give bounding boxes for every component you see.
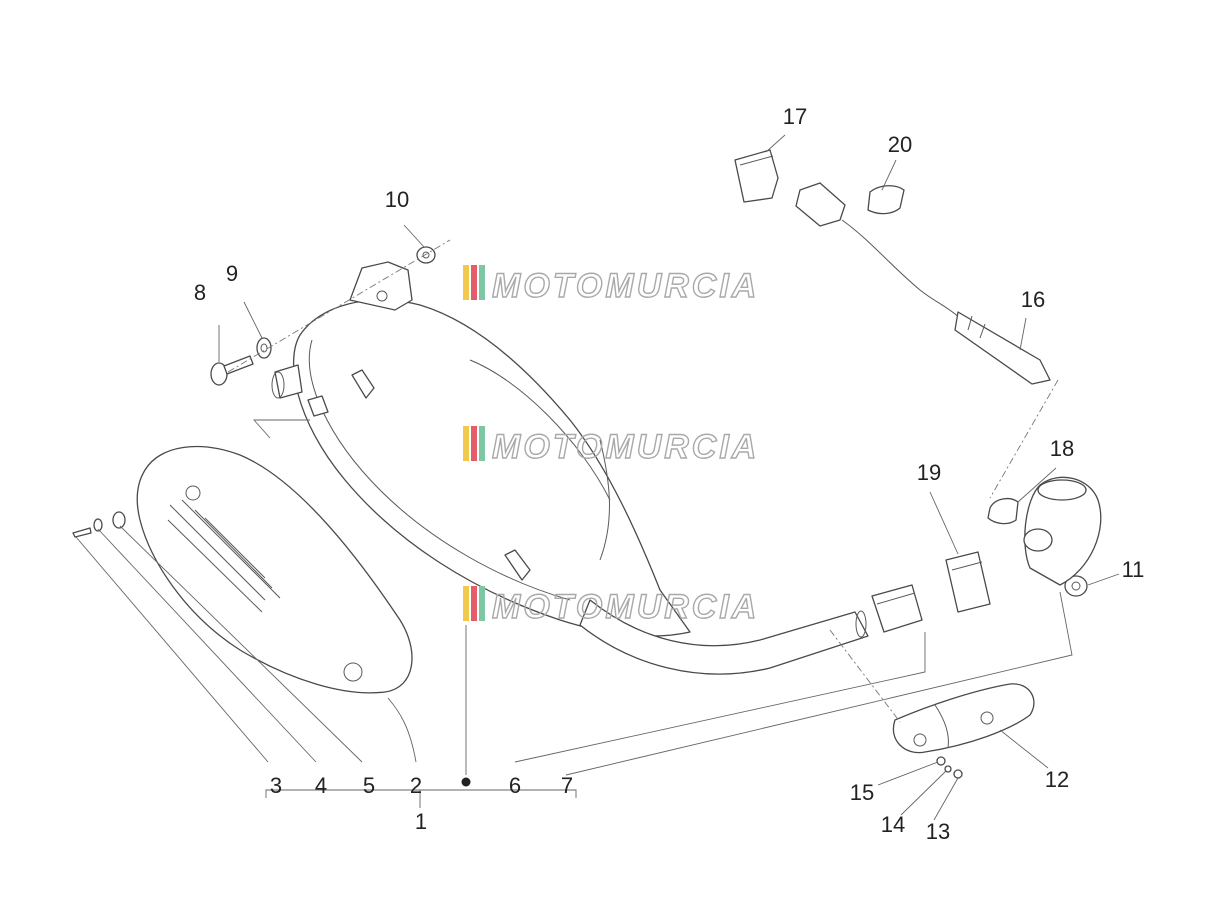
watermark-text: MOTOMURCIA bbox=[492, 428, 759, 466]
watermark-stripe-red bbox=[471, 426, 477, 461]
callout-10: 10 bbox=[385, 187, 409, 212]
watermark-text: MOTOMURCIA bbox=[492, 267, 759, 305]
callout-3: 3 bbox=[270, 773, 282, 798]
muffler-body bbox=[271, 261, 691, 637]
watermark-2: MOTOMURCIA bbox=[463, 426, 759, 467]
watermark-stripe-green bbox=[479, 586, 485, 621]
callout-4: 4 bbox=[315, 773, 327, 798]
callout-15: 15 bbox=[850, 780, 874, 805]
callout-18: 18 bbox=[1050, 436, 1074, 461]
watermark-stripe-red bbox=[471, 586, 477, 621]
hardware bbox=[72, 246, 1088, 779]
watermark-stripe-yellow bbox=[463, 426, 469, 461]
gaskets bbox=[871, 551, 991, 633]
callout-1: 1 bbox=[415, 809, 427, 834]
lambda-sensor bbox=[795, 182, 1051, 385]
callout-20: 20 bbox=[888, 132, 912, 157]
callouts: 1 2 3 4 5 6 7 8 9 10 11 12 13 14 15 16 1… bbox=[194, 104, 1145, 844]
callout-8: 8 bbox=[194, 280, 206, 305]
watermark-3: MOTOMURCIA bbox=[463, 586, 759, 627]
callout-13: 13 bbox=[926, 819, 950, 844]
callout-6: 6 bbox=[509, 773, 521, 798]
watermark-stripe-green bbox=[479, 265, 485, 300]
watermark-stripe-green bbox=[479, 426, 485, 461]
callout-16: 16 bbox=[1021, 287, 1045, 312]
leader-lines bbox=[75, 134, 1120, 821]
callout-11: 11 bbox=[1122, 557, 1145, 582]
callout-7: 7 bbox=[561, 773, 573, 798]
callout-12: 12 bbox=[1045, 767, 1069, 792]
watermark-text: MOTOMURCIA bbox=[492, 588, 759, 626]
callout-5: 5 bbox=[363, 773, 375, 798]
lower-heat-guard bbox=[892, 683, 1035, 754]
callout-17: 17 bbox=[783, 104, 807, 129]
callout-2: 2 bbox=[410, 773, 422, 798]
reference-dot bbox=[461, 777, 471, 787]
callout-19: 19 bbox=[917, 460, 941, 485]
heat-shield bbox=[136, 445, 413, 694]
watermark-1: MOTOMURCIA bbox=[463, 265, 759, 306]
exhaust-pipe bbox=[579, 439, 869, 675]
watermark-stripe-yellow bbox=[463, 586, 469, 621]
watermark-stripe-yellow bbox=[463, 265, 469, 300]
sensor-clamp bbox=[867, 185, 905, 215]
connector-cover bbox=[734, 149, 779, 203]
callout-9: 9 bbox=[226, 261, 238, 286]
gasket-ring bbox=[987, 497, 1019, 525]
manifold-elbow bbox=[1023, 476, 1102, 586]
callout-14: 14 bbox=[881, 812, 905, 837]
watermark-stripe-red bbox=[471, 265, 477, 300]
